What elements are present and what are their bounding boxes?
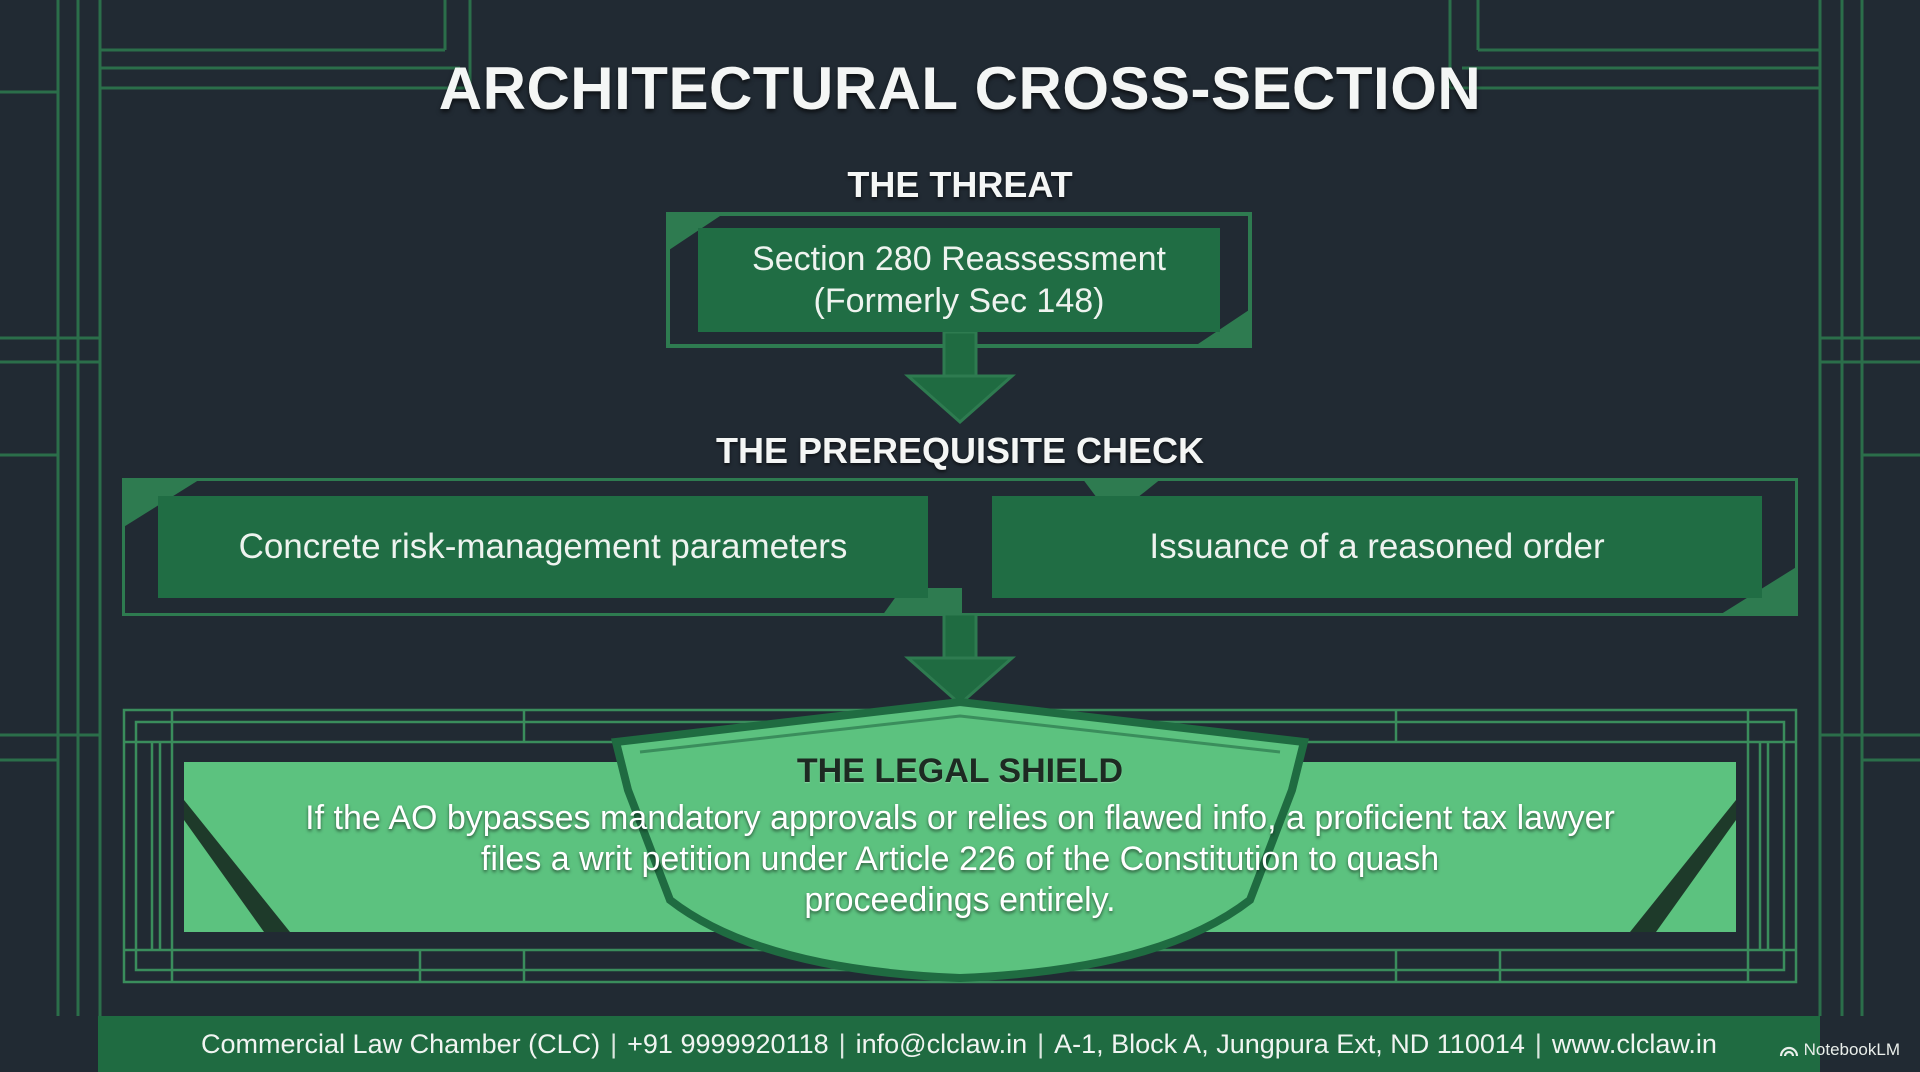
shield-line-3: proceedings entirely. bbox=[804, 881, 1116, 919]
threat-heading: THE THREAT bbox=[847, 164, 1073, 205]
prerequisite-left-label: Concrete risk-management parameters bbox=[238, 527, 848, 566]
notebooklm-watermark: NotebookLM bbox=[1779, 1040, 1900, 1060]
prerequisite-heading: THE PREREQUISITE CHECK bbox=[715, 430, 1205, 471]
shield-body: If the AO bypasses mandatory approvals o… bbox=[0, 798, 1920, 921]
down-arrow-2 bbox=[904, 614, 1016, 706]
shield-line-1: If the AO bypasses mandatory approvals o… bbox=[305, 799, 1615, 837]
threat-line-1: Section 280 Reassessment bbox=[752, 240, 1166, 278]
shield-line-2: files a writ petition under Article 226 … bbox=[480, 840, 1440, 878]
down-arrow-1 bbox=[904, 332, 1016, 424]
footer-separator: | bbox=[1037, 1028, 1045, 1059]
footer-separator: | bbox=[610, 1028, 618, 1059]
footer-bar: Commercial Law Chamber (CLC) | +91 99999… bbox=[98, 1016, 1820, 1072]
prerequisite-right-box: Issuance of a reasoned order bbox=[992, 496, 1762, 598]
prerequisite-left-box: Concrete risk-management parameters bbox=[158, 496, 928, 598]
footer-firm-name: Commercial Law Chamber (CLC) bbox=[201, 1028, 601, 1059]
notebooklm-icon bbox=[1779, 1046, 1798, 1057]
footer-email: info@clclaw.in bbox=[855, 1028, 1028, 1059]
notebooklm-label: NotebookLM bbox=[1803, 1040, 1900, 1059]
threat-line-2: (Formerly Sec 148) bbox=[813, 282, 1105, 320]
shield-heading: THE LEGAL SHIELD bbox=[796, 752, 1124, 790]
threat-frame-corners bbox=[666, 212, 1252, 348]
prerequisite-right-label: Issuance of a reasoned order bbox=[1149, 527, 1605, 566]
footer-separator: | bbox=[838, 1028, 846, 1059]
footer-phone: +91 9999920118 bbox=[627, 1028, 829, 1059]
footer-website: www.clclaw.in bbox=[1551, 1028, 1717, 1059]
page-title: ARCHITECTURAL CROSS-SECTION bbox=[438, 55, 1482, 122]
threat-box: Section 280 Reassessment (Formerly Sec 1… bbox=[698, 228, 1220, 332]
footer-separator: | bbox=[1534, 1028, 1542, 1059]
footer-address: A-1, Block A, Jungpura Ext, ND 110014 bbox=[1054, 1028, 1525, 1059]
